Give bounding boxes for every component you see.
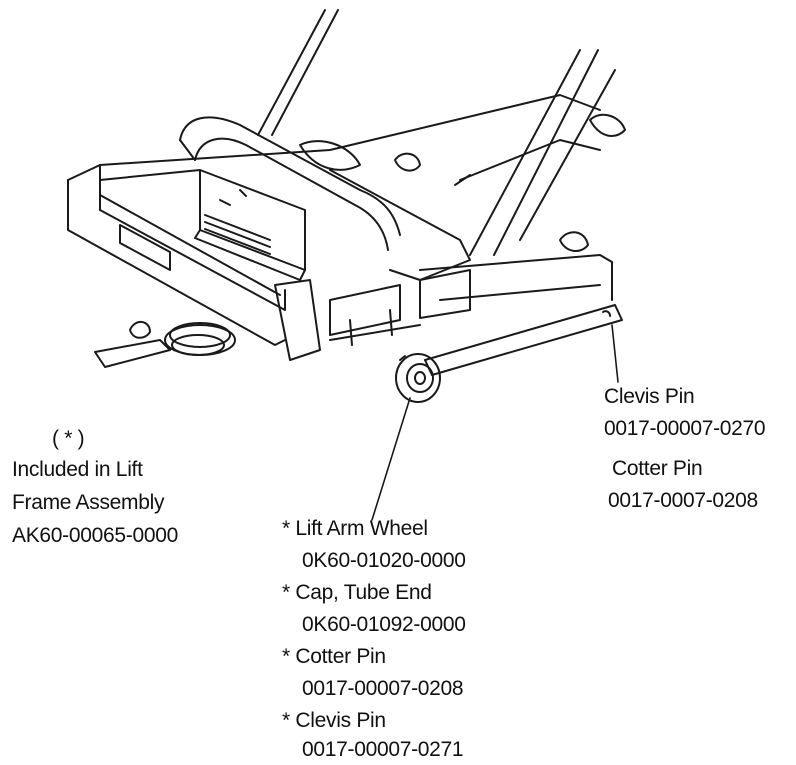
cotter-item-number: 0017-00007-0208 bbox=[302, 677, 464, 700]
clevis-item-number: 0017-00007-0271 bbox=[302, 738, 464, 761]
lift-arm bbox=[274, 269, 623, 376]
wheel-item-name: * Lift Arm Wheel bbox=[282, 517, 428, 540]
wheel-leader-line bbox=[371, 397, 411, 521]
cotter-item-name: * Cotter Pin bbox=[282, 645, 386, 668]
motor-box bbox=[194, 169, 306, 281]
power-cord bbox=[94, 321, 236, 368]
wheel-item-number: 0K60-01020-0000 bbox=[302, 549, 466, 572]
frame-right-panel bbox=[394, 113, 626, 301]
clevis-leader-line bbox=[611, 324, 619, 383]
upright-tubes bbox=[257, 9, 616, 256]
clevis-pin-number: 0017-00007-0270 bbox=[604, 417, 766, 440]
clevis-item-name: * Clevis Pin bbox=[282, 709, 386, 732]
note-line2: Frame Assembly bbox=[12, 491, 165, 514]
frame-left-panel bbox=[67, 94, 601, 346]
leader-lines bbox=[371, 324, 619, 521]
handle-hood bbox=[179, 116, 471, 281]
cap-item-number: 0K60-01092-0000 bbox=[302, 613, 466, 636]
cotter-pin-number: 0017-0007-0208 bbox=[608, 489, 758, 512]
note-line1: Included in Lift bbox=[12, 458, 143, 481]
cap-item-name: * Cap, Tube End bbox=[282, 581, 432, 604]
note-part-number: AK60-00065-0000 bbox=[12, 524, 178, 547]
note-marker: ( * ) bbox=[52, 427, 85, 450]
cotter-pin-name: Cotter Pin bbox=[612, 457, 703, 480]
lift-arm-wheel bbox=[395, 353, 441, 403]
clevis-pin-name: Clevis Pin bbox=[604, 385, 695, 408]
